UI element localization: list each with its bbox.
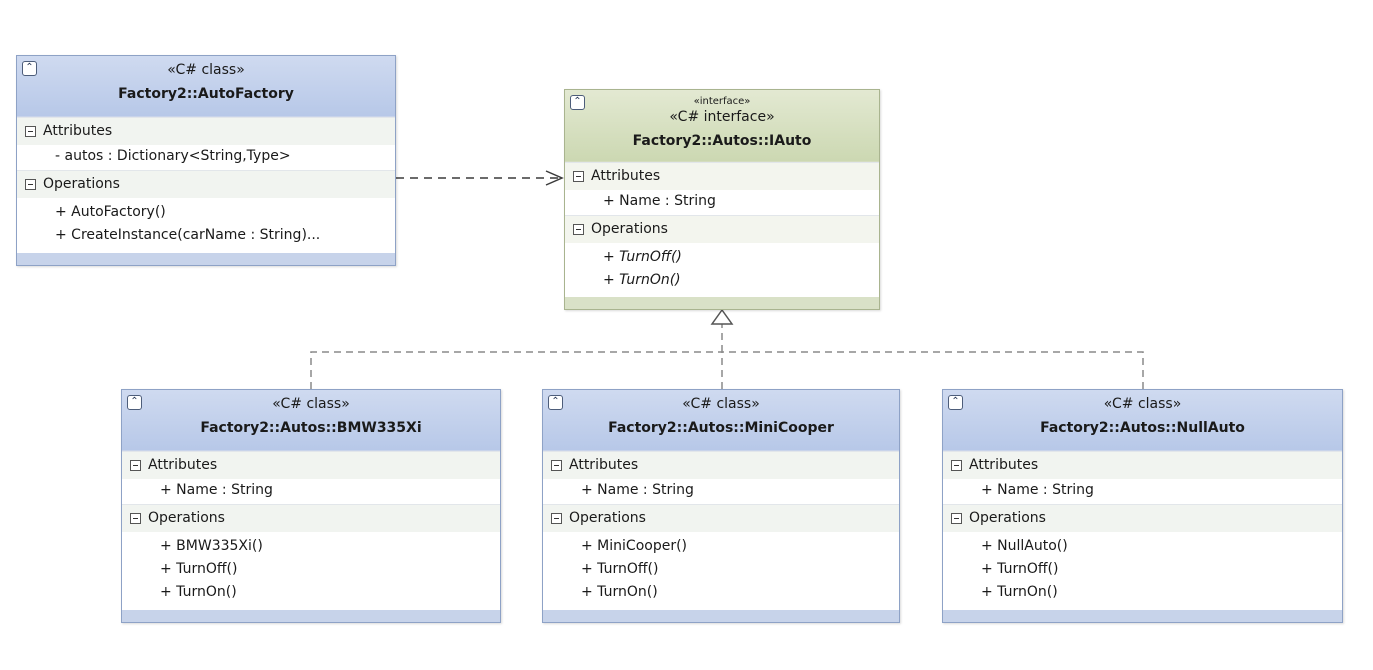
stereotype-small-label: «interface» — [693, 96, 751, 107]
section-label: Attributes — [148, 457, 218, 473]
dependency-arrowhead — [545, 170, 564, 186]
minus-box-icon[interactable] — [573, 171, 584, 182]
double-chevron-up-icon[interactable]: ⌃ — [948, 395, 963, 410]
attribute-item[interactable]: - autos : Dictionary<String,Type> — [55, 148, 291, 164]
class-box-bmw335xi[interactable]: ⌃ «C# class» Factory2::Autos::BMW335Xi A… — [121, 389, 501, 623]
attributes-section-header[interactable]: Attributes — [565, 162, 879, 190]
minus-box-icon[interactable] — [130, 513, 141, 524]
minus-box-icon[interactable] — [25, 179, 36, 190]
class-name: Factory2::Autos::MiniCooper — [608, 420, 834, 436]
stereotype-label: «C# class» — [272, 396, 350, 412]
attribute-list: + Name : String — [943, 479, 1342, 504]
attribute-list: + Name : String — [565, 190, 879, 215]
class-box-minicooper[interactable]: ⌃ «C# class» Factory2::Autos::MiniCooper… — [542, 389, 900, 623]
minus-box-icon[interactable] — [25, 126, 36, 137]
operation-list: + TurnOff() + TurnOn() — [565, 243, 879, 296]
section-label: Operations — [148, 510, 225, 526]
interface-name: Factory2::Autos::IAuto — [632, 133, 812, 149]
box-footer — [565, 297, 879, 309]
interface-header: ⌃ «interface» «C# interface» Factory2::A… — [565, 90, 879, 162]
attributes-section-header[interactable]: Attributes — [543, 451, 899, 479]
section-label: Operations — [569, 510, 646, 526]
operations-section-header[interactable]: Operations — [543, 504, 899, 532]
double-chevron-up-icon[interactable]: ⌃ — [570, 95, 585, 110]
operation-list: + MiniCooper() + TurnOff() + TurnOn() — [543, 532, 899, 608]
minus-box-icon[interactable] — [551, 513, 562, 524]
class-box-autofactory[interactable]: ⌃ «C# class» Factory2::AutoFactory Attri… — [16, 55, 396, 266]
minus-box-icon[interactable] — [573, 224, 584, 235]
box-footer — [122, 610, 500, 622]
attribute-item[interactable]: + Name : String — [603, 193, 716, 209]
attribute-item[interactable]: + Name : String — [160, 482, 273, 498]
section-label: Attributes — [591, 168, 661, 184]
minus-box-icon[interactable] — [951, 513, 962, 524]
class-name: Factory2::Autos::NullAuto — [1040, 420, 1245, 436]
realization-line-nullauto — [722, 351, 1144, 389]
operations-section-header[interactable]: Operations — [565, 215, 879, 243]
interface-box-iauto[interactable]: ⌃ «interface» «C# interface» Factory2::A… — [564, 89, 880, 310]
box-footer — [543, 610, 899, 622]
operation-list: + BMW335Xi() + TurnOff() + TurnOn() — [122, 532, 500, 608]
stereotype-label: «C# class» — [1103, 396, 1182, 412]
section-label: Attributes — [969, 457, 1039, 473]
section-label: Operations — [969, 510, 1046, 526]
attribute-item[interactable]: + Name : String — [981, 482, 1094, 498]
operations-section-header[interactable]: Operations — [122, 504, 500, 532]
operation-item[interactable]: + MiniCooper() — [581, 538, 687, 554]
attribute-list: - autos : Dictionary<String,Type> — [17, 145, 395, 170]
section-label: Attributes — [43, 123, 113, 139]
attribute-item[interactable]: + Name : String — [581, 482, 694, 498]
box-footer — [943, 610, 1342, 622]
attributes-section-header[interactable]: Attributes — [17, 117, 395, 145]
realization-arrowhead — [710, 308, 734, 325]
stereotype-label: «C# class» — [682, 396, 760, 412]
operations-section-header[interactable]: Operations — [943, 504, 1342, 532]
class-header: ⌃ «C# class» Factory2::Autos::NullAuto — [943, 390, 1342, 451]
operation-item[interactable]: + TurnOn() — [160, 584, 237, 600]
class-name: Factory2::Autos::BMW335Xi — [200, 420, 422, 436]
minus-box-icon[interactable] — [951, 460, 962, 471]
operation-list: + NullAuto() + TurnOff() + TurnOn() — [943, 532, 1342, 608]
section-label: Attributes — [569, 457, 639, 473]
double-chevron-up-icon[interactable]: ⌃ — [127, 395, 142, 410]
operation-list: + AutoFactory() + CreateInstance(carName… — [17, 198, 395, 251]
operation-item[interactable]: + TurnOff() — [160, 561, 238, 577]
class-header: ⌃ «C# class» Factory2::Autos::MiniCooper — [543, 390, 899, 451]
operation-item[interactable]: + TurnOff() — [603, 249, 682, 265]
operation-item[interactable]: + TurnOn() — [581, 584, 658, 600]
operation-item[interactable]: + TurnOn() — [981, 584, 1058, 600]
class-box-nullauto[interactable]: ⌃ «C# class» Factory2::Autos::NullAuto A… — [942, 389, 1343, 623]
stereotype-label: «C# class» — [167, 62, 245, 78]
double-chevron-up-icon[interactable]: ⌃ — [22, 61, 37, 76]
attributes-section-header[interactable]: Attributes — [122, 451, 500, 479]
operation-item[interactable]: + NullAuto() — [981, 538, 1068, 554]
operation-item[interactable]: + AutoFactory() — [55, 204, 166, 220]
section-label: Operations — [591, 221, 668, 237]
operation-item[interactable]: + BMW335Xi() — [160, 538, 263, 554]
attribute-list: + Name : String — [543, 479, 899, 504]
operation-item[interactable]: + CreateInstance(carName : String)... — [55, 227, 321, 243]
attribute-list: + Name : String — [122, 479, 500, 504]
class-name: Factory2::AutoFactory — [118, 86, 294, 102]
minus-box-icon[interactable] — [130, 460, 141, 471]
operations-section-header[interactable]: Operations — [17, 170, 395, 198]
stereotype-label: «C# interface» — [669, 109, 775, 125]
operation-item[interactable]: + TurnOff() — [581, 561, 659, 577]
operation-item[interactable]: + TurnOn() — [603, 272, 681, 288]
attributes-section-header[interactable]: Attributes — [943, 451, 1342, 479]
class-header: ⌃ «C# class» Factory2::Autos::BMW335Xi — [122, 390, 500, 451]
operation-item[interactable]: + TurnOff() — [981, 561, 1059, 577]
double-chevron-up-icon[interactable]: ⌃ — [548, 395, 563, 410]
box-footer — [17, 253, 395, 265]
section-label: Operations — [43, 176, 120, 192]
class-header: ⌃ «C# class» Factory2::AutoFactory — [17, 56, 395, 117]
minus-box-icon[interactable] — [551, 460, 562, 471]
realization-line-bmw — [310, 351, 722, 389]
